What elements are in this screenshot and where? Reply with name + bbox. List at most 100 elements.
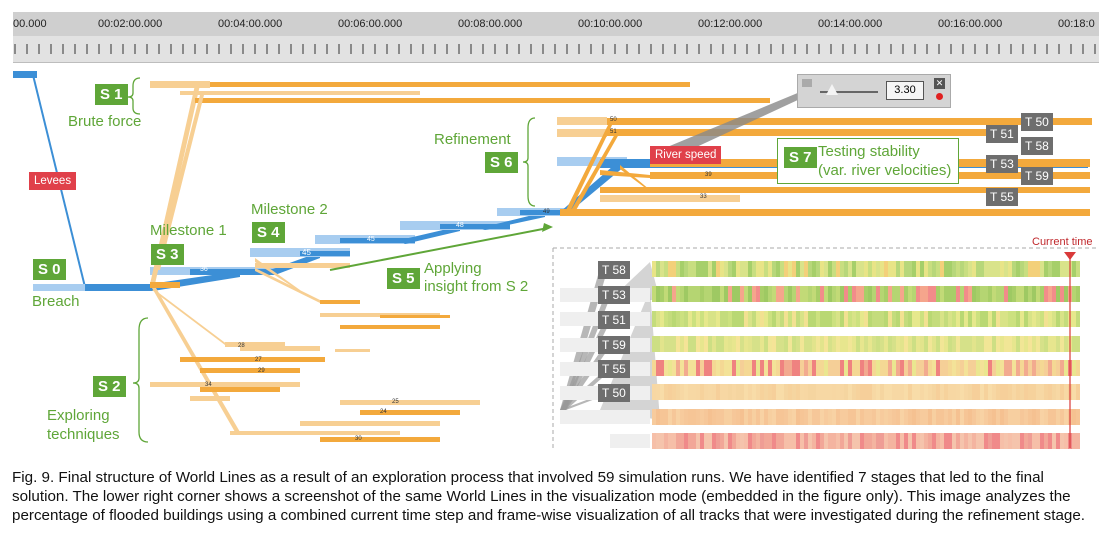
heat-cell (1044, 261, 1048, 277)
heat-cell (888, 311, 892, 327)
heat-cell (800, 311, 804, 327)
heat-cell (824, 336, 828, 352)
river-speed-slider-panel[interactable]: 3.30 ✕ (797, 74, 951, 108)
heat-cell (1000, 311, 1004, 327)
heat-cell (712, 360, 716, 376)
heat-cell (736, 409, 740, 425)
heat-cell (1020, 360, 1024, 376)
heat-cell (972, 384, 976, 400)
heat-cell (884, 433, 888, 449)
heat-cell (656, 409, 660, 425)
heat-cell (780, 311, 784, 327)
heat-cell (732, 261, 736, 277)
heat-cell (1052, 433, 1056, 449)
heat-cell (852, 336, 856, 352)
run-bar (440, 224, 510, 229)
heat-track-label[interactable]: T 50 (598, 384, 630, 402)
heat-cell (928, 360, 932, 376)
node-number: 36 (200, 266, 208, 273)
record-icon[interactable] (936, 93, 943, 100)
heat-cell (940, 336, 944, 352)
heat-cell (728, 286, 732, 302)
heat-cell (868, 360, 872, 376)
heat-cell (828, 433, 832, 449)
heat-cell (872, 433, 876, 449)
heat-cell (960, 360, 964, 376)
heat-cell (824, 409, 828, 425)
heat-cell (1040, 433, 1044, 449)
heat-cell (832, 336, 836, 352)
heat-cell (964, 336, 968, 352)
heat-cell (800, 384, 804, 400)
heat-track-label[interactable]: T 55 (598, 360, 630, 378)
heat-cell (652, 336, 656, 352)
levees-label[interactable]: Levees (29, 172, 77, 190)
heat-cell (876, 384, 880, 400)
current-time-marker (1064, 252, 1076, 260)
slider-track[interactable] (820, 91, 878, 93)
heat-cell (744, 336, 748, 352)
heat-track-label[interactable]: T 59 (598, 336, 630, 354)
heat-cell (900, 360, 904, 376)
track-label[interactable]: T 58 (1021, 137, 1053, 155)
heat-cell (688, 384, 692, 400)
heat-cell (716, 433, 720, 449)
heat-track-label[interactable]: T 51 (598, 311, 630, 329)
heat-cell (924, 384, 928, 400)
track-label[interactable]: T 55 (986, 188, 1018, 206)
heat-cell (740, 433, 744, 449)
heat-cell (692, 336, 696, 352)
track-label[interactable]: T 53 (986, 155, 1018, 173)
heat-cell (756, 433, 760, 449)
heat-track-label[interactable]: T 58 (598, 261, 630, 279)
heat-cell (1032, 433, 1036, 449)
run-bar (255, 263, 350, 268)
heat-cell (1036, 311, 1040, 327)
heat-cell (1076, 336, 1080, 352)
heat-cell (736, 336, 740, 352)
track-label[interactable]: T 50 (1021, 113, 1053, 131)
heat-cell (828, 384, 832, 400)
heat-cell (1076, 286, 1080, 302)
heat-cell (680, 409, 684, 425)
exploring-label-1: Exploring (47, 407, 110, 424)
heat-cell (932, 286, 936, 302)
heat-cell (1072, 336, 1076, 352)
heat-cell (808, 336, 812, 352)
heat-cell (712, 336, 716, 352)
heat-cell (704, 261, 708, 277)
heat-cell (936, 336, 940, 352)
heat-cell (816, 433, 820, 449)
slider-thumb[interactable] (826, 84, 838, 95)
heat-cell (1008, 286, 1012, 302)
heat-track-label[interactable]: T 53 (598, 286, 630, 304)
heat-cell (1004, 286, 1008, 302)
heat-cell (940, 360, 944, 376)
timeline-ruler[interactable]: 00.000 00:02:00.000 00:04:00.000 00:06:0… (13, 12, 1099, 63)
heat-cell (1004, 311, 1008, 327)
heat-cell (952, 384, 956, 400)
node-number: 33 (700, 194, 707, 200)
heat-cell (968, 433, 972, 449)
heat-cell (824, 384, 828, 400)
heat-cell (776, 433, 780, 449)
river-speed-label[interactable]: River speed (650, 146, 722, 164)
run-bar (560, 209, 1090, 216)
heat-cell (1004, 433, 1008, 449)
heat-cell (708, 336, 712, 352)
heat-cell (684, 261, 688, 277)
close-icon[interactable]: ✕ (934, 78, 945, 89)
heat-cell (652, 311, 656, 327)
heat-cell (852, 433, 856, 449)
tick-label: 00:16:00.000 (938, 18, 1003, 30)
slider-connector (660, 92, 815, 150)
track-label[interactable]: T 51 (986, 125, 1018, 143)
heat-cell (720, 261, 724, 277)
heat-cell (904, 360, 908, 376)
heat-cell (1052, 261, 1056, 277)
heat-cell (724, 433, 728, 449)
heat-cell (944, 311, 948, 327)
heat-cell (748, 360, 752, 376)
track-label[interactable]: T 59 (1021, 167, 1053, 185)
slider-value-field[interactable]: 3.30 (886, 81, 924, 100)
